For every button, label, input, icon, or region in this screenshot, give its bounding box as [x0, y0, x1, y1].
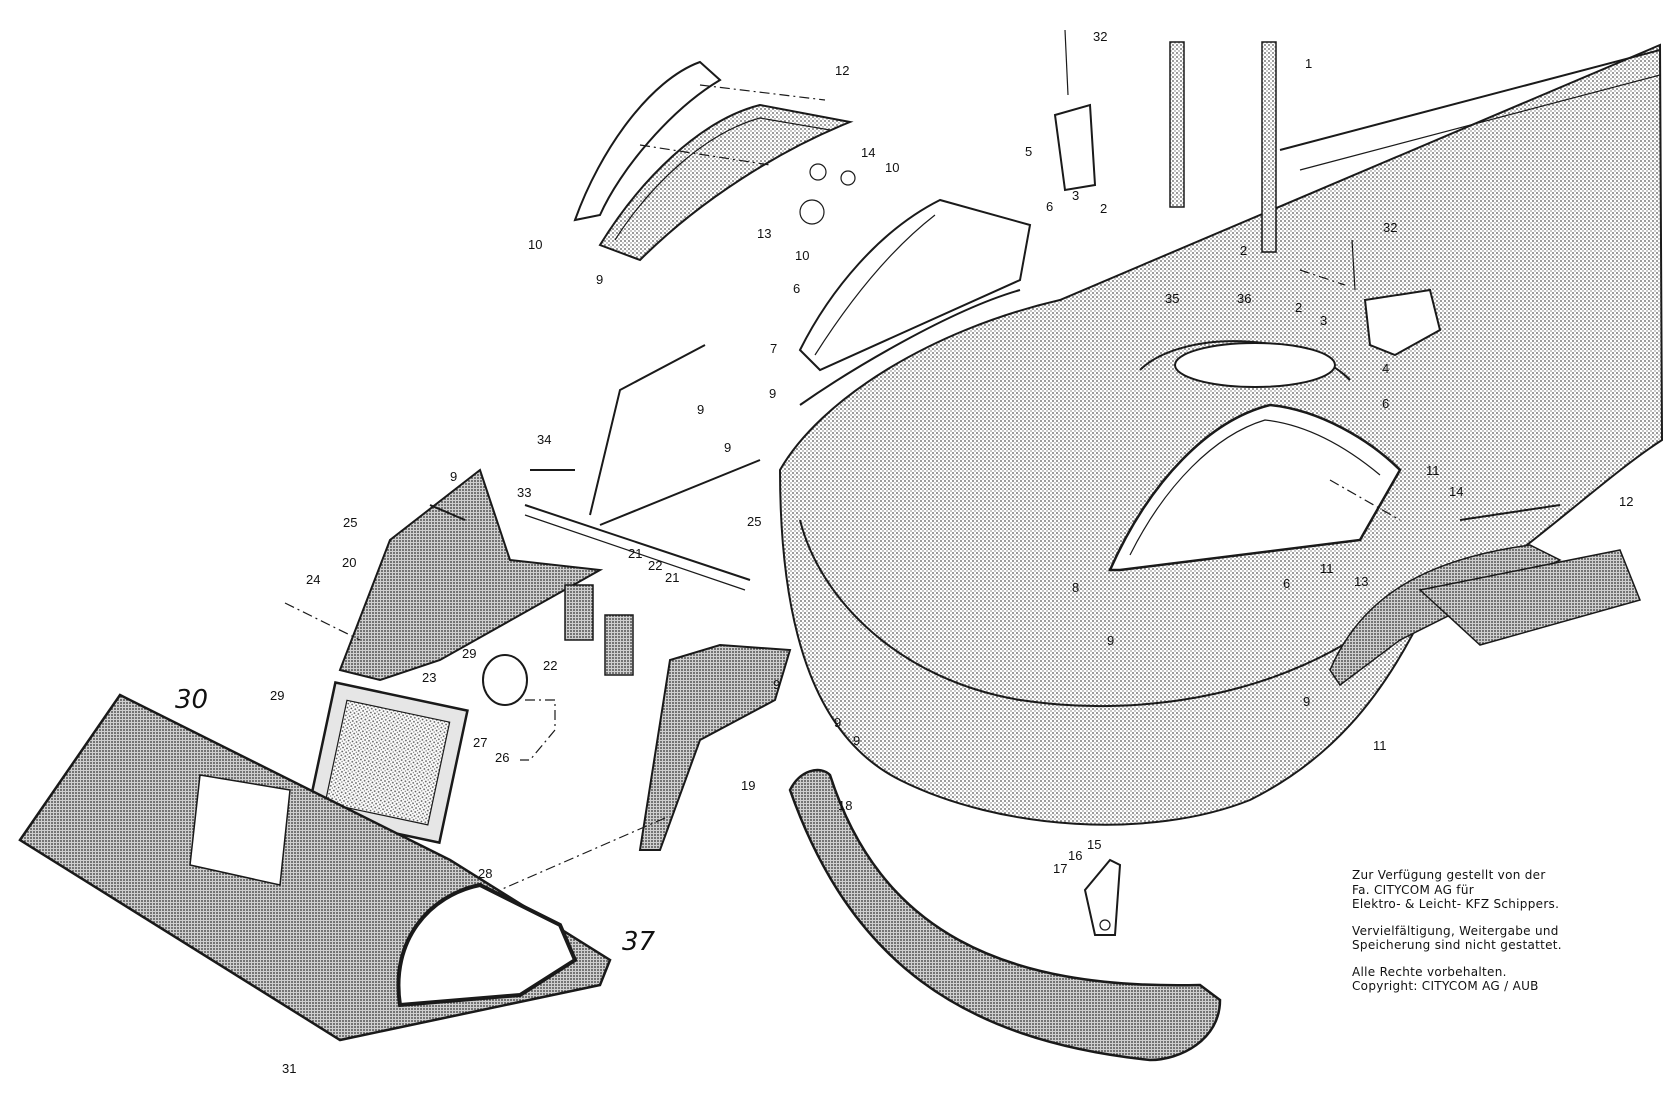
part-label-33: 33 [517, 485, 531, 500]
part-label-2: 2 [1100, 201, 1107, 216]
part-label-9i: 9 [1107, 633, 1114, 648]
handwritten-label-37: 37 [622, 927, 656, 957]
part-label-34: 34 [537, 432, 551, 447]
part-label-36: 36 [1237, 291, 1251, 306]
rod-parts [524, 344, 761, 591]
part-label-9e: 9 [450, 469, 457, 484]
part-label-12b: 12 [1619, 494, 1633, 509]
part-label-25b: 25 [747, 514, 761, 529]
part-label-31: 31 [282, 1061, 296, 1076]
front-grille-panel [18, 693, 612, 1042]
part-label-13b: 13 [1354, 574, 1368, 589]
part-label-9h: 9 [853, 733, 860, 748]
part-label-29b: 29 [462, 646, 476, 661]
part-label-11b: 11 [1320, 561, 1334, 576]
part-label-29: 29 [270, 688, 284, 703]
part-label-3: 3 [1072, 188, 1079, 203]
part-label-17: 17 [1053, 861, 1067, 876]
part-number-labels: 1 2 2 2 3 3 4 5 6 6 6 6 7 8 9 9 9 9 9 9 … [175, 29, 1633, 1076]
part-label-5: 5 [1025, 144, 1032, 159]
part-label-10b: 10 [885, 160, 899, 175]
part-label-10: 10 [528, 237, 542, 252]
notice-line-3: Elektro- & Leicht- KFZ Schippers. [1352, 897, 1560, 911]
part-label-23: 23 [422, 670, 436, 685]
part-label-32b: 32 [1383, 220, 1397, 235]
part-label-11: 11 [1426, 463, 1440, 478]
part-label-32: 32 [1093, 29, 1107, 44]
tail-light-housing [1108, 403, 1402, 572]
part-label-9d: 9 [724, 440, 731, 455]
mount-brackets [1053, 29, 1442, 357]
upper-lamp-assembly [573, 60, 856, 262]
part-label-24: 24 [306, 572, 320, 587]
part-label-6: 6 [1046, 199, 1053, 214]
part-label-14: 14 [861, 145, 875, 160]
part-label-35: 35 [1165, 291, 1179, 306]
part-label-25: 25 [343, 515, 357, 530]
notice-line-5: Speicherung sind nicht gestattet. [1352, 938, 1562, 952]
part-label-21b: 21 [665, 570, 679, 585]
part-label-6c: 6 [1382, 396, 1389, 411]
part-label-16: 16 [1068, 848, 1082, 863]
headlamp-unit [305, 584, 634, 845]
part-label-28: 28 [478, 866, 492, 881]
notice-line-1: Zur Verfügung gestellt von der [1352, 868, 1546, 882]
part-label-26: 26 [495, 750, 509, 765]
part-label-9c: 9 [697, 402, 704, 417]
part-label-2b: 2 [1240, 243, 1247, 258]
part-label-9j: 9 [1303, 694, 1310, 709]
notice-line-4: Vervielfältigung, Weitergabe und [1352, 923, 1559, 938]
small-bracket [1083, 858, 1122, 936]
part-label-9b: 9 [769, 386, 776, 401]
trim-strip [798, 198, 1032, 406]
part-label-2c: 2 [1295, 300, 1302, 315]
part-label-11c: 11 [1373, 738, 1387, 753]
bumper [788, 768, 1222, 1062]
part-label-7: 7 [770, 341, 777, 356]
notice-line-6: Alle Rechte vorbehalten. [1352, 964, 1507, 979]
notice-line-7: Copyright: CITYCOM AG / AUB [1352, 979, 1539, 993]
assembly-leader-lines [284, 84, 1401, 891]
part-label-20: 20 [342, 555, 356, 570]
part-label-14b: 14 [1449, 484, 1463, 499]
part-label-9g: 9 [834, 715, 841, 730]
part-label-8: 8 [1072, 580, 1079, 595]
part-label-10c: 10 [795, 248, 809, 263]
part-label-6d: 6 [1283, 576, 1290, 591]
part-label-6b: 6 [793, 281, 800, 296]
support-struts [1169, 41, 1277, 253]
part-label-19: 19 [741, 778, 755, 793]
part-label-1: 1 [1305, 56, 1312, 71]
part-label-22b: 22 [543, 658, 557, 673]
part-label-27: 27 [473, 735, 487, 750]
copyright-notice: Zur Verfügung gestellt von der Fa. CITYC… [1352, 868, 1652, 1006]
part-label-12: 12 [835, 63, 849, 78]
right-bracket [638, 643, 792, 851]
part-label-18: 18 [838, 798, 852, 813]
notice-line-2: Fa. CITYCOM AG für [1352, 882, 1474, 897]
part-label-9: 9 [596, 272, 603, 287]
part-label-15: 15 [1087, 837, 1101, 852]
part-label-22: 22 [648, 558, 662, 573]
part-label-21: 21 [628, 546, 642, 561]
part-label-13: 13 [757, 226, 771, 241]
part-label-4: 4 [1382, 361, 1389, 376]
left-bracket [338, 468, 604, 682]
handwritten-label-30: 30 [175, 685, 208, 715]
part-label-3b: 3 [1320, 313, 1327, 328]
part-label-9f: 9 [773, 677, 780, 692]
side-panel-right [1329, 504, 1642, 687]
